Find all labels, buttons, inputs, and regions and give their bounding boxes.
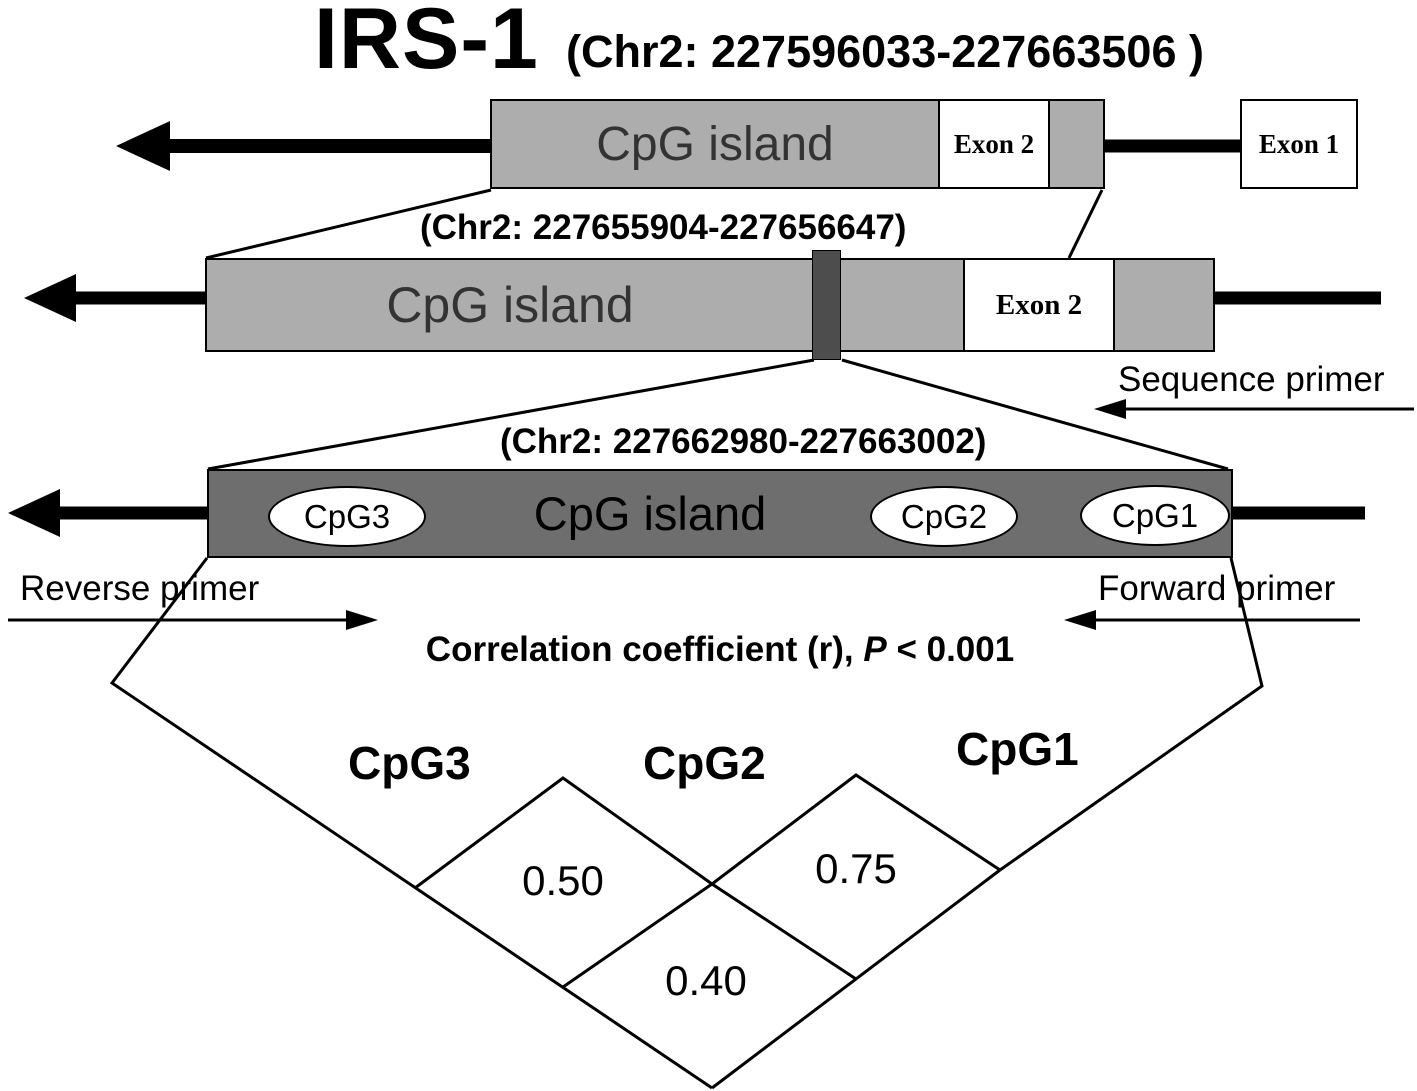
- gene-coordinates: (Chr2: 227596033-227663506 ): [566, 26, 1204, 77]
- correlation-value-cpg3-cpg1: 0.40: [665, 957, 747, 1004]
- correlation-value-cpg2-cpg1: 0.75: [815, 845, 897, 892]
- reverse-primer-label: Reverse primer: [20, 569, 260, 608]
- matrix-column-cpg3: CpG3: [348, 737, 471, 789]
- level3-cpg-island-label: CpG island: [533, 487, 767, 540]
- level1-exon2-box: Exon 2: [938, 99, 1050, 189]
- forward-primer-arrow-head: [1064, 610, 1096, 630]
- correlation-title-suffix: < 0.001: [886, 630, 1015, 669]
- correlation-title: Correlation coefficient (r), P < 0.001: [300, 630, 1140, 670]
- correlation-p-symbol: P: [863, 630, 887, 669]
- level1-cpg-island-label: CpG island: [596, 117, 834, 171]
- gene-title: IRS-1: [314, 0, 539, 87]
- cpg1-site-ellipse: CpG1: [1080, 485, 1230, 546]
- level1-exon1-box: Exon 1: [1240, 99, 1358, 189]
- matrix-column-cpg2: CpG2: [643, 737, 766, 789]
- correlation-title-prefix: Correlation coefficient (r),: [425, 630, 864, 669]
- level1-left-arrow-head: [116, 121, 170, 171]
- level2-exon2-box: Exon 2: [963, 258, 1115, 352]
- correlation-value-cpg3-cpg2: 0.50: [522, 857, 604, 904]
- sequence-primer-label: Sequence primer: [1118, 360, 1385, 399]
- zoom1-connector-right: [1067, 189, 1104, 259]
- level2-left-arrow-head: [24, 274, 76, 322]
- forward-primer-label: Forward primer: [1098, 569, 1336, 608]
- level2-coordinates: (Chr2: 227655904-227656647): [420, 208, 907, 247]
- level2-cpg-island-label: CpG island: [386, 277, 634, 333]
- reverse-primer-arrow-head: [346, 610, 378, 630]
- level3-left-arrow-head: [8, 489, 60, 537]
- cpg2-site-ellipse: CpG2: [870, 486, 1018, 547]
- matrix-column-cpg1: CpG1: [956, 723, 1079, 775]
- level3-coordinates: (Chr2: 227662980-227663002): [500, 422, 987, 461]
- cpg3-site-ellipse: CpG3: [268, 486, 426, 547]
- sequence-primer-arrow-head: [1094, 399, 1126, 419]
- level2-zoom-marker-box: [812, 250, 841, 360]
